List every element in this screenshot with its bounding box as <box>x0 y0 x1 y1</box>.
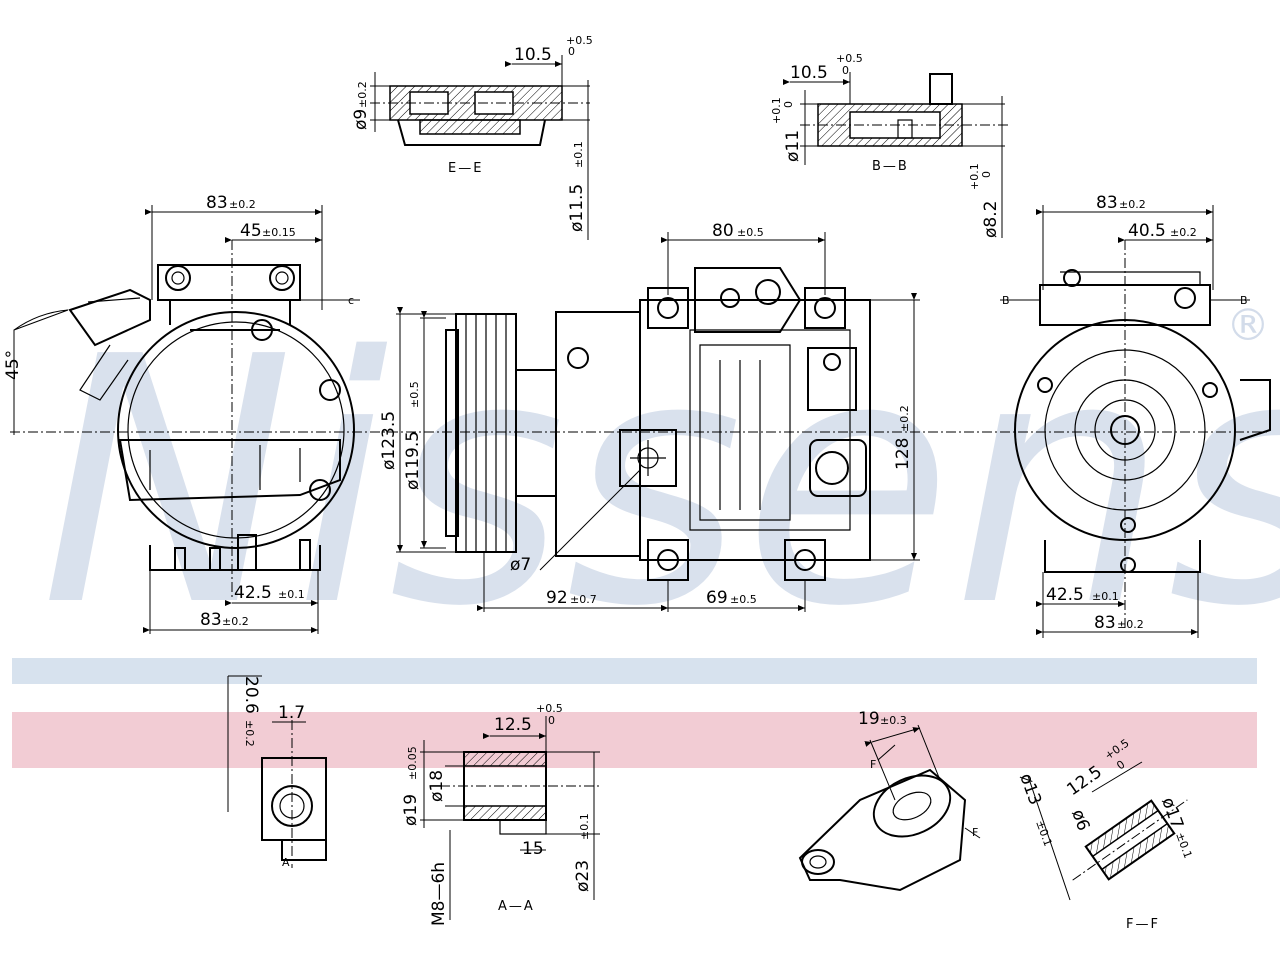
registered-mark: ® <box>1226 300 1270 351</box>
side-dim-92-tol: ±0.7 <box>570 593 597 606</box>
bb-dim-d11: ø11 <box>783 130 803 162</box>
bb-dim-d82: ø8.2 <box>981 201 1001 238</box>
aa-section-label: A—A <box>498 899 535 914</box>
ff-dim-d13-tol: ±0.1 <box>1033 819 1054 849</box>
rear-dim-83-top: 83 <box>1096 193 1118 213</box>
detail-a-mark: A <box>282 856 290 869</box>
ee-dim-d9-tol: ±0.2 <box>356 81 369 108</box>
rear-view: B B 83 ±0.2 40.5 ±0.2 42.5 ±0.1 83 ±0.2 <box>1000 193 1271 638</box>
rear-mark-b-left: B <box>1002 294 1010 307</box>
front-dim-425: 42.5 <box>234 583 272 603</box>
bb-dim-d11-tol-zero: 0 <box>782 101 795 108</box>
side-dim-92: 92 <box>546 588 568 608</box>
rear-dim-425-tol: ±0.1 <box>1092 590 1119 603</box>
watermark-text: Nissens <box>40 285 1280 681</box>
ee-dim-d9: ø9 <box>351 109 371 130</box>
brand-band-red <box>12 712 1257 768</box>
aa-dim-d23: ø23 <box>573 860 593 892</box>
detail-f-body <box>798 768 967 892</box>
side-dim-d1235: ø123.5 <box>379 411 399 470</box>
front-angle-45: 45° <box>3 350 23 380</box>
detail-f: 19 ±0.3 F F <box>798 709 981 892</box>
rear-mark-b-right: B <box>1240 294 1248 307</box>
ee-dim-d115: ø11.5 <box>567 184 587 232</box>
section-bb: 10.5 +0.5 0 ø11 +0.1 0 ø8.2 +0.1 0 B—B <box>770 52 1010 238</box>
side-dim-80: 80 <box>712 221 734 241</box>
front-dim-45: 45 <box>240 221 262 241</box>
side-top-boss <box>694 267 802 333</box>
side-view: ø7 80 ±0.5 ø123.5 ø119.5 ±0.5 128 ±0.2 9… <box>379 221 920 612</box>
section-ee: 10.5 +0.5 0 ø9 ±0.2 ø11.5 ±0.1 E—E <box>351 34 593 240</box>
front-dim-83-top: 83 <box>206 193 228 213</box>
ff-dim-d17: ø17 <box>1157 795 1187 832</box>
bb-section-label: B—B <box>872 159 909 174</box>
front-connector <box>68 288 151 347</box>
detail-f-dim-19-tol: ±0.3 <box>880 714 907 727</box>
rear-dim-83-top-tol: ±0.2 <box>1119 198 1146 211</box>
front-mark-c: c <box>348 294 354 307</box>
aa-thread: M8—6h <box>429 862 449 926</box>
detail-f-mark-1: F <box>870 758 876 771</box>
side-dim-128: 128 <box>893 438 913 470</box>
front-dim-83-bottom-tol: ±0.2 <box>222 615 249 628</box>
brand-band-blue <box>12 658 1257 684</box>
detail-a-dim-206: 20.6 <box>241 676 261 714</box>
detail-f-dim-19: 19 <box>858 709 880 729</box>
rear-dim-83-bottom: 83 <box>1094 613 1116 633</box>
aa-dim-d18: ø18 <box>427 770 447 802</box>
ff-dim-d6: ø6 <box>1067 807 1093 834</box>
rear-dim-405: 40.5 <box>1128 221 1166 241</box>
bb-dim-d82-tol-plus: +0.1 <box>968 163 981 190</box>
aa-tol-plus: +0.5 <box>536 702 563 715</box>
ee-tol-plus: +0.5 <box>566 34 593 47</box>
front-dim-425-tol: ±0.1 <box>278 588 305 601</box>
section-aa: 12.5 +0.5 0 ø19 ±0.05 ø18 15 ø23 ±0.1 M8… <box>401 702 600 926</box>
detail-a-dim-206-tol: ±0.2 <box>243 720 256 747</box>
side-dim-d7: ø7 <box>510 555 531 575</box>
front-view: 45° 83 ±0.2 45 ±0.15 c 42.5 ±0.1 83 ±0.2 <box>3 193 360 634</box>
aa-dim-125: 12.5 <box>494 715 532 735</box>
aa-dim-d19-tol: ±0.05 <box>406 746 419 780</box>
ff-dim-d17-tol: ±0.1 <box>1173 831 1194 861</box>
aa-tol-zero: 0 <box>548 714 555 727</box>
ee-tol-zero: 0 <box>568 45 575 58</box>
side-dim-128-tol: ±0.2 <box>898 405 911 432</box>
bb-dim-d11-tol-plus: +0.1 <box>770 97 783 124</box>
side-dim-80-tol: ±0.5 <box>737 226 764 239</box>
detail-a-body <box>261 757 327 841</box>
front-housing-inner <box>127 321 345 539</box>
detail-f-mark-2: F <box>972 826 978 839</box>
ee-section-label: E—E <box>448 161 483 176</box>
brand-watermark: Nissens ® <box>40 285 1280 681</box>
detail-a: 20.6 ±0.2 1.7 A <box>227 675 327 869</box>
ff-section-label: F—F <box>1126 917 1160 932</box>
side-dim-d1195: ø119.5 <box>403 431 423 490</box>
bb-tol-plus: +0.5 <box>836 52 863 65</box>
detail-a-dim-17: 1.7 <box>278 703 305 723</box>
side-dim-d1195-tol: ±0.5 <box>408 381 421 408</box>
front-valve-body <box>118 439 341 502</box>
rear-top-mount <box>1039 284 1211 326</box>
ee-dim-d115-tol: ±0.1 <box>572 141 585 168</box>
front-housing-circle <box>117 311 355 549</box>
side-dim-69: 69 <box>706 588 728 608</box>
ff-dim-d13: ø13 <box>1015 771 1045 808</box>
rear-dim-425: 42.5 <box>1046 585 1084 605</box>
bb-dim-105: 10.5 <box>790 63 828 83</box>
front-dim-83-bottom: 83 <box>200 610 222 630</box>
aa-dim-15: 15 <box>522 839 544 859</box>
aa-dim-d19: ø19 <box>401 794 421 826</box>
ee-dim-105: 10.5 <box>514 45 552 65</box>
rear-dim-405-tol: ±0.2 <box>1170 226 1197 239</box>
bb-tol-zero: 0 <box>842 64 849 77</box>
front-dim-45-tol: ±0.15 <box>262 226 296 239</box>
side-dim-69-tol: ±0.5 <box>730 593 757 606</box>
front-dim-83-top-tol: ±0.2 <box>229 198 256 211</box>
rear-dim-83-bottom-tol: ±0.2 <box>1117 618 1144 631</box>
bb-dim-d82-tol-zero: 0 <box>980 171 993 178</box>
aa-dim-d23-tol: ±0.1 <box>578 813 591 840</box>
